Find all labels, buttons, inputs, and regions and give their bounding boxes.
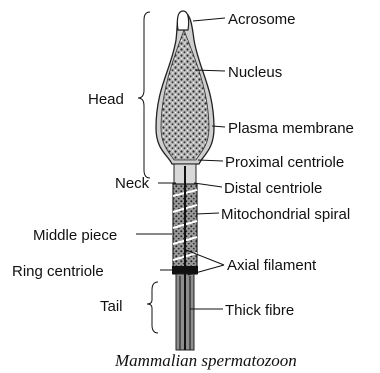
label-ring-centriole: Ring centriole xyxy=(12,263,104,280)
figure-caption: Mammalian spermatozoon xyxy=(114,351,297,370)
label-middle-piece: Middle piece xyxy=(33,227,117,244)
sperm-body xyxy=(172,164,198,350)
tail-brace xyxy=(147,282,158,333)
label-plasma-membrane: Plasma membrane xyxy=(228,120,354,137)
label-proximal-centriole: Proximal centriole xyxy=(225,154,344,171)
label-acrosome: Acrosome xyxy=(228,11,296,28)
label-distal-centriole: Distal centriole xyxy=(224,180,322,197)
sperm-head xyxy=(156,11,214,164)
label-head: Head xyxy=(88,91,124,108)
label-nucleus: Nucleus xyxy=(228,64,282,81)
nucleus-shape xyxy=(161,30,209,160)
label-axial-filament: Axial filament xyxy=(227,257,317,274)
label-tail: Tail xyxy=(100,298,123,315)
acrosome-cap xyxy=(177,11,188,30)
label-mitochondrial-spiral: Mitochondrial spiral xyxy=(221,206,350,223)
head-brace xyxy=(138,12,150,178)
label-neck: Neck xyxy=(115,175,150,192)
label-thick-fibre: Thick fibre xyxy=(225,302,294,319)
